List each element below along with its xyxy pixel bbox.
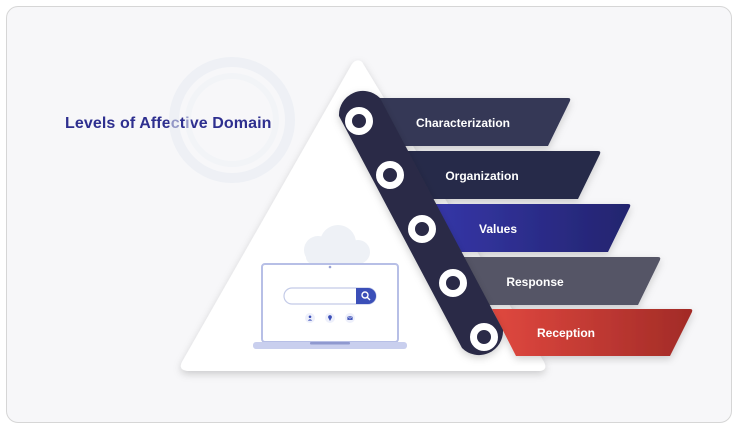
level-bar-values — [432, 204, 631, 252]
level-label-response: Response — [506, 275, 564, 289]
mail-icon — [345, 313, 355, 323]
level-label-characterization: Characterization — [416, 116, 510, 130]
search-button — [356, 288, 376, 304]
ring-icon — [408, 215, 436, 243]
ring-icon — [470, 323, 498, 351]
search-icon — [361, 291, 371, 301]
user-icon — [305, 313, 315, 323]
background-swirl — [169, 57, 295, 183]
level-bars — [372, 98, 693, 356]
level-bar-reception — [492, 309, 693, 356]
level-bar-characterization — [372, 98, 571, 146]
diagram-title: Levels of Affective Domain — [65, 115, 272, 132]
ring-icon — [439, 269, 467, 297]
laptop-base — [253, 342, 407, 349]
level-bar-organization — [402, 151, 601, 199]
level-rings — [345, 107, 498, 351]
ring-icon — [376, 161, 404, 189]
laptop-illustration — [253, 263, 407, 349]
level-label-values: Values — [479, 222, 517, 236]
cloud-illustration — [304, 225, 370, 264]
ring-icon — [345, 107, 373, 135]
level-label-organization: Organization — [445, 169, 518, 183]
location-pin-icon — [325, 313, 335, 323]
level-bar-response — [462, 257, 661, 305]
level-label-reception: Reception — [537, 326, 595, 340]
